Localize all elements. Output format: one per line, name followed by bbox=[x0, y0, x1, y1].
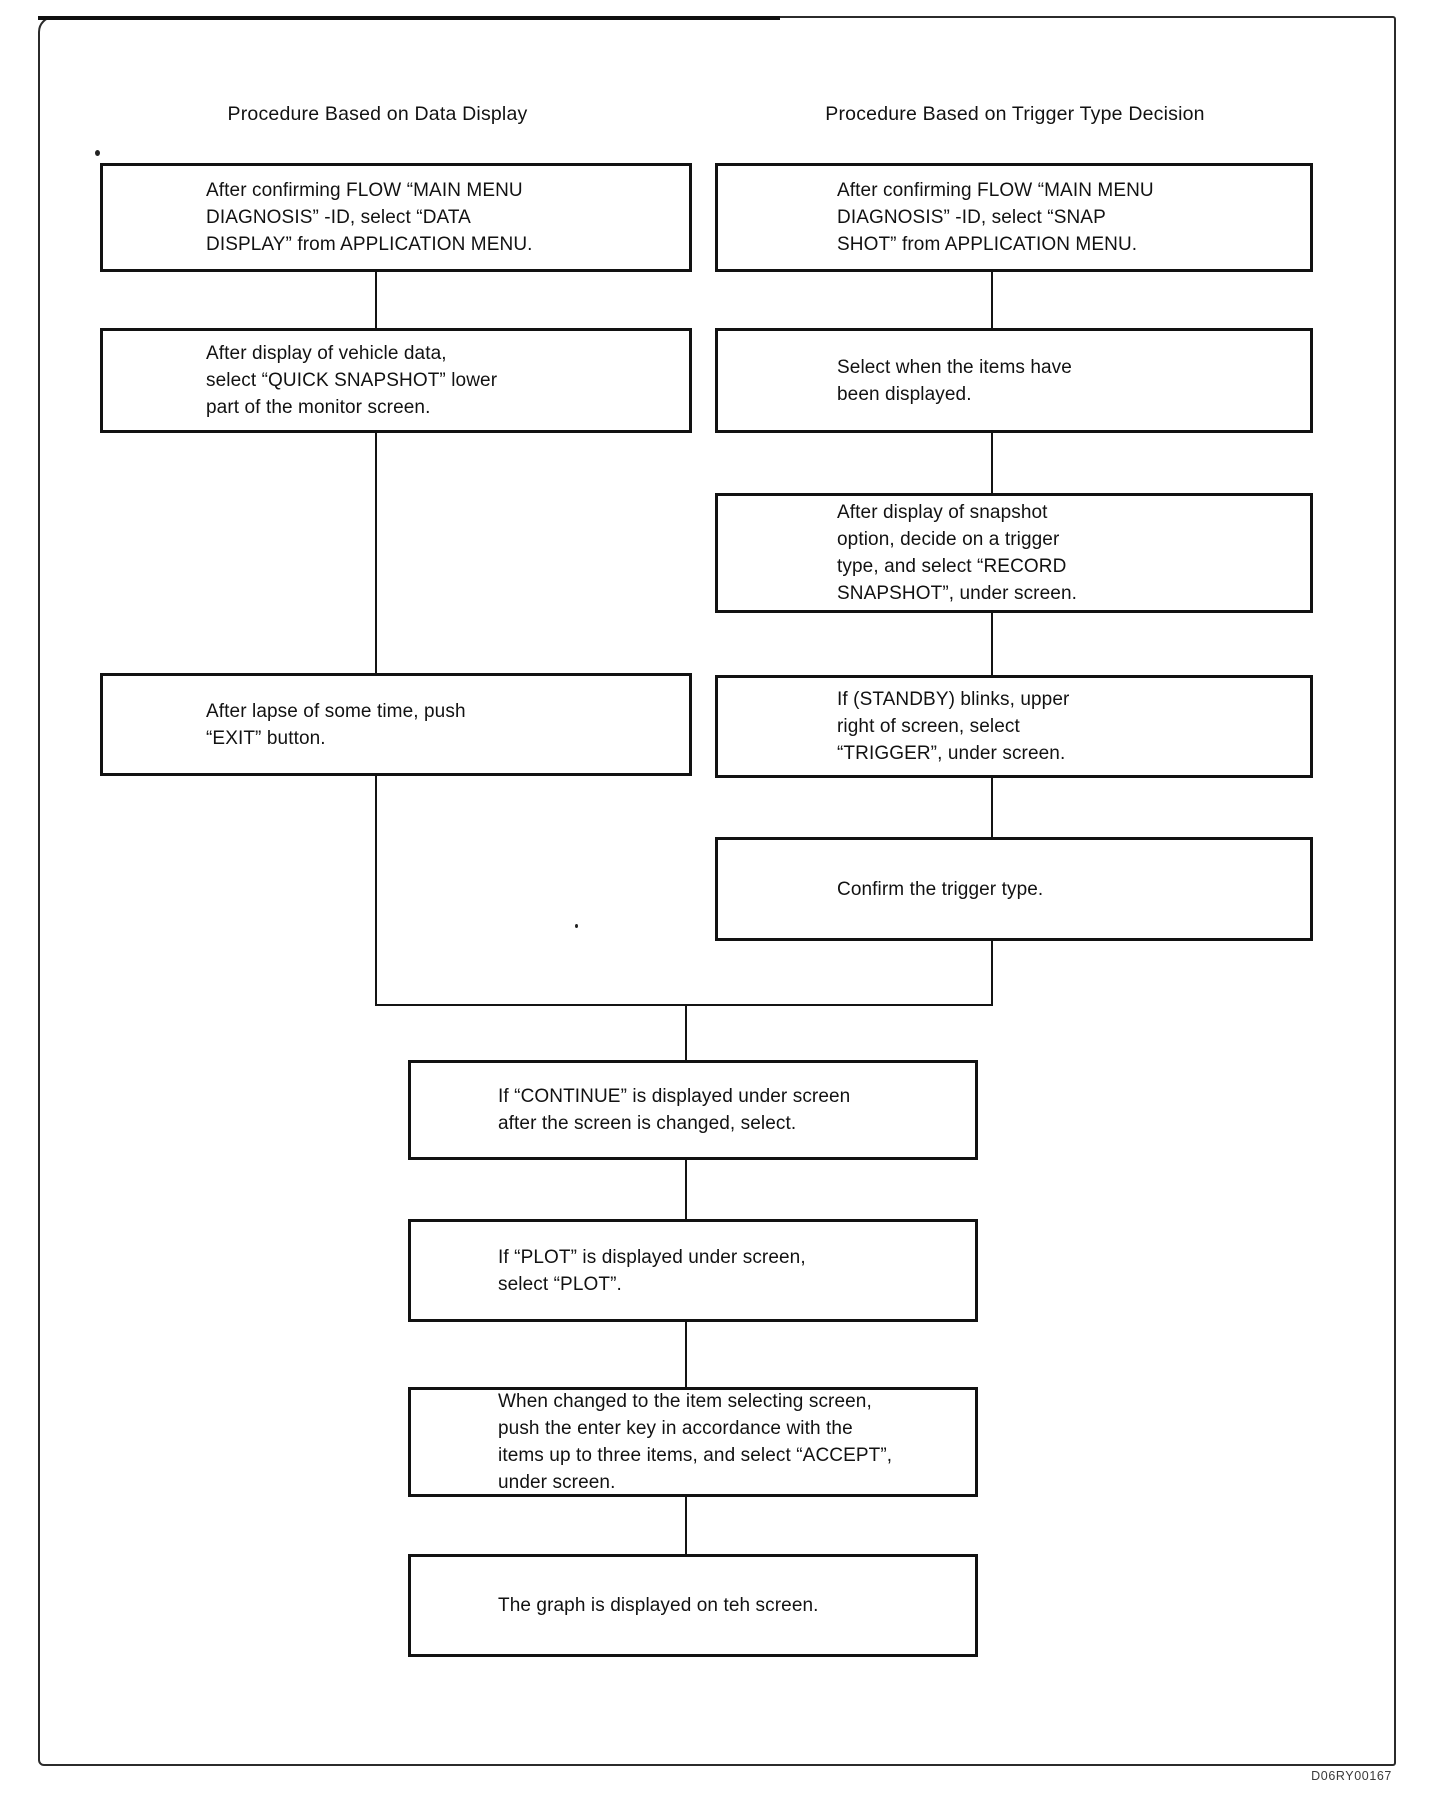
box-text: After display of vehicle data, select “Q… bbox=[206, 343, 498, 418]
box-text: If (STANDBY) blinks, upper right of scre… bbox=[837, 689, 1070, 764]
box-text: After lapse of some time, push “EXIT” bu… bbox=[206, 700, 466, 749]
box-text: Select when the items have been displaye… bbox=[837, 356, 1072, 405]
connector-line bbox=[375, 433, 377, 673]
flow-box-graph-displayed: The graph is displayed on teh screen. bbox=[408, 1554, 978, 1657]
flow-box-confirm-trigger: Confirm the trigger type. bbox=[715, 837, 1313, 941]
document-code: D06RY00167 bbox=[1311, 1769, 1392, 1783]
box-text: After confirming FLOW “MAIN MENU DIAGNOS… bbox=[837, 180, 1154, 255]
box-text: After display of snapshot option, decide… bbox=[837, 502, 1077, 604]
scan-speck bbox=[575, 924, 578, 928]
connector-line bbox=[685, 1160, 687, 1219]
connector-line bbox=[991, 433, 993, 493]
flow-box-continue: If “CONTINUE” is displayed under screen … bbox=[408, 1060, 978, 1160]
connector-line bbox=[991, 778, 993, 837]
flow-box-plot: If “PLOT” is displayed under screen, sel… bbox=[408, 1219, 978, 1322]
box-text: Confirm the trigger type. bbox=[837, 878, 1044, 900]
flow-box-snapshot-start: After confirming FLOW “MAIN MENU DIAGNOS… bbox=[715, 163, 1313, 272]
connector-line bbox=[685, 1004, 687, 1060]
connector-line bbox=[991, 613, 993, 675]
box-text: The graph is displayed on teh screen. bbox=[498, 1595, 819, 1616]
connector-line bbox=[685, 1322, 687, 1387]
connector-line bbox=[685, 1497, 687, 1554]
merge-connector-line bbox=[375, 1004, 993, 1006]
scan-speck bbox=[95, 150, 100, 156]
flow-box-exit-button: After lapse of some time, push “EXIT” bu… bbox=[100, 673, 692, 776]
flow-box-quick-snapshot: After display of vehicle data, select “Q… bbox=[100, 328, 692, 433]
flow-box-accept-items: When changed to the item selecting scree… bbox=[408, 1387, 978, 1497]
connector-line bbox=[991, 272, 993, 328]
flow-box-standby-trigger: If (STANDBY) blinks, upper right of scre… bbox=[715, 675, 1313, 778]
flow-box-record-snapshot: After display of snapshot option, decide… bbox=[715, 493, 1313, 613]
box-text: If “CONTINUE” is displayed under screen … bbox=[498, 1086, 851, 1134]
connector-line bbox=[991, 941, 993, 1006]
right-column-header: Procedure Based on Trigger Type Decision bbox=[825, 103, 1205, 125]
scan-artifact-line bbox=[38, 16, 780, 20]
connector-line bbox=[375, 272, 377, 328]
box-text: If “PLOT” is displayed under screen, sel… bbox=[498, 1246, 806, 1295]
flow-box-select-items: Select when the items have been displaye… bbox=[715, 328, 1313, 433]
flow-box-data-display-start: After confirming FLOW “MAIN MENU DIAGNOS… bbox=[100, 163, 692, 272]
connector-line bbox=[375, 776, 377, 1006]
left-column-header: Procedure Based on Data Display bbox=[227, 103, 528, 125]
box-text: After confirming FLOW “MAIN MENU DIAGNOS… bbox=[206, 180, 533, 255]
box-text: When changed to the item selecting scree… bbox=[498, 1391, 893, 1493]
